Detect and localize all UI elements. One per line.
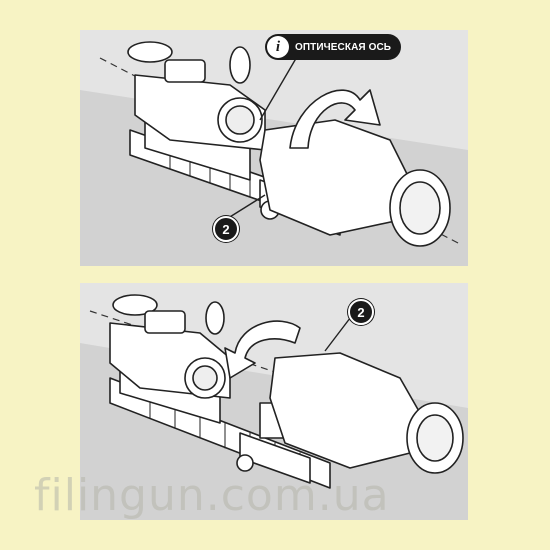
info-icon: i — [267, 36, 289, 58]
watermark: filingun.com.ua — [34, 470, 390, 521]
mount-knob-bottom — [236, 454, 254, 472]
callout-2-top: 2 — [213, 216, 239, 242]
top-illustration-panel: i ОПТИЧЕСКАЯ ОСЬ 2 — [80, 30, 468, 266]
front-lens-cap-bottom — [112, 294, 158, 316]
magnifier-mount-bottom — [239, 432, 311, 484]
front-lens-cap — [127, 41, 173, 63]
optical-axis-text: ОПТИЧЕСКАЯ ОСЬ — [295, 41, 392, 53]
rotate-arrow — [289, 89, 381, 149]
swing-arrow — [224, 320, 301, 379]
rear-lens-cap — [229, 46, 251, 84]
optical-axis-label: i ОПТИЧЕСКАЯ ОСЬ — [265, 34, 402, 60]
bottom-illustration — [80, 294, 468, 520]
bottom-illustration-panel: 2 — [80, 283, 468, 520]
callout-2-bottom: 2 — [348, 299, 374, 325]
top-illustration — [80, 41, 468, 266]
rear-lens-cap-bottom — [205, 301, 225, 335]
